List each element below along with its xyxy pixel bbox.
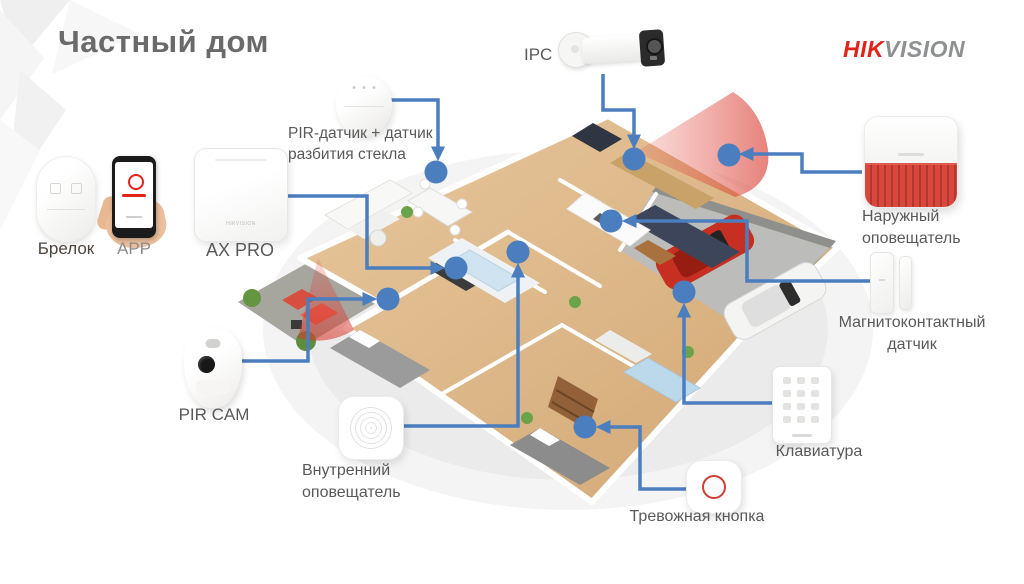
connector-axpro [288, 194, 446, 275]
app-text-line [126, 216, 142, 218]
pircam-device-icon [184, 328, 242, 408]
plant [243, 289, 261, 307]
label-indoor-sounder: Внутренний оповещатель [302, 462, 401, 501]
dot-magnetic [599, 209, 623, 233]
speaker-grille-icon [348, 405, 394, 451]
indoor-sounder-icon [338, 396, 404, 460]
desk [595, 330, 652, 363]
pircam-lens-icon [198, 356, 215, 373]
sounder-red-line [865, 163, 957, 165]
dot-pircam [376, 287, 400, 311]
hikvision-logo: HIKVISION [843, 36, 965, 63]
axpro-panel-icon: HIKVISION [194, 148, 288, 242]
keyfob-device-icon [36, 156, 96, 242]
magnet-small-bar [899, 256, 912, 310]
connector-indoor-sounder [404, 262, 525, 428]
coffee-table [369, 229, 387, 247]
sounder-top [865, 117, 957, 165]
app-phone-icon [95, 156, 171, 254]
plant [569, 296, 581, 308]
fire-pit [291, 320, 302, 329]
camera-body [581, 33, 645, 65]
hik-connect-logo-icon [128, 174, 144, 190]
dot-pir [424, 160, 448, 184]
label-ipc: IPC [524, 45, 553, 64]
app-title-bar [122, 194, 146, 197]
keyfob-disarm-button [71, 183, 82, 194]
gray-bed [510, 428, 610, 485]
label-axpro: AX PRO [205, 240, 275, 260]
label-app: APP [116, 239, 152, 258]
pircam-pir-window [196, 380, 230, 394]
magnet-main-bar [870, 252, 894, 314]
connector-magnetic [621, 214, 871, 283]
connector-pircam [242, 292, 378, 363]
pircam-sensor-window [205, 339, 221, 348]
pillow [530, 428, 560, 446]
corner-decoration [0, 0, 140, 230]
sounder-logo-mark [898, 153, 924, 156]
stool [634, 240, 676, 265]
dot-axpro [444, 256, 468, 280]
dot-indoor-sounder [506, 240, 530, 264]
label-magnetic: Магнитоконтактный датчик [838, 314, 986, 353]
panic-button-icon [686, 460, 742, 514]
page-title: Частный дом [58, 24, 269, 59]
ipc-camera-icon [558, 20, 668, 80]
sofa-chaise [348, 210, 400, 239]
connector-panic [595, 420, 694, 491]
label-pir: PIR-датчик + датчик разбития стекла [288, 125, 433, 163]
connector-keypad [677, 302, 776, 405]
pir-indicator-dots [352, 86, 376, 89]
magnetic-contact-icon [870, 250, 916, 314]
axpro-brand-mark: HIKVISION [226, 221, 256, 227]
pir-seam [344, 106, 384, 107]
camera-lens-icon [646, 38, 663, 55]
device-location-dots [376, 143, 741, 439]
panic-red-ring [702, 475, 726, 499]
sounder-red-grille [865, 165, 957, 207]
label-keyfob: Брелок [37, 239, 95, 258]
keypad-bottom-bar [792, 434, 812, 437]
axpro-vent [215, 159, 267, 161]
pillow [349, 330, 380, 348]
kitchen-cabinet [572, 123, 622, 152]
ipc-detection-beam [636, 92, 769, 197]
camera-led [650, 56, 657, 60]
label-pircam: PIR CAM [178, 405, 250, 424]
dot-keypad [672, 280, 696, 304]
outdoor-sounder-icon [864, 116, 958, 208]
connector-ipc [601, 74, 641, 150]
keypad-device-icon [772, 366, 832, 444]
label-keypad: Клавиатура [775, 443, 863, 460]
brand-hik: HIK [843, 36, 885, 62]
keyfob-arm-button [50, 183, 61, 194]
dot-outdoor-sounder [717, 143, 741, 167]
label-outdoor-sounder: Наружный оповещатель [862, 208, 961, 247]
plant [401, 206, 413, 218]
pir-sensor-icon [336, 76, 392, 136]
brand-vision: VISION [884, 36, 966, 62]
label-panic: Тревожная кнопка [629, 508, 765, 525]
connector-pir [391, 98, 445, 162]
plant [521, 412, 533, 424]
master-bed [330, 330, 430, 388]
keyfob-seam [47, 209, 85, 210]
connector-outdoor-sounder [738, 147, 862, 174]
dot-panic [573, 415, 597, 439]
dot-ipc [622, 147, 646, 171]
